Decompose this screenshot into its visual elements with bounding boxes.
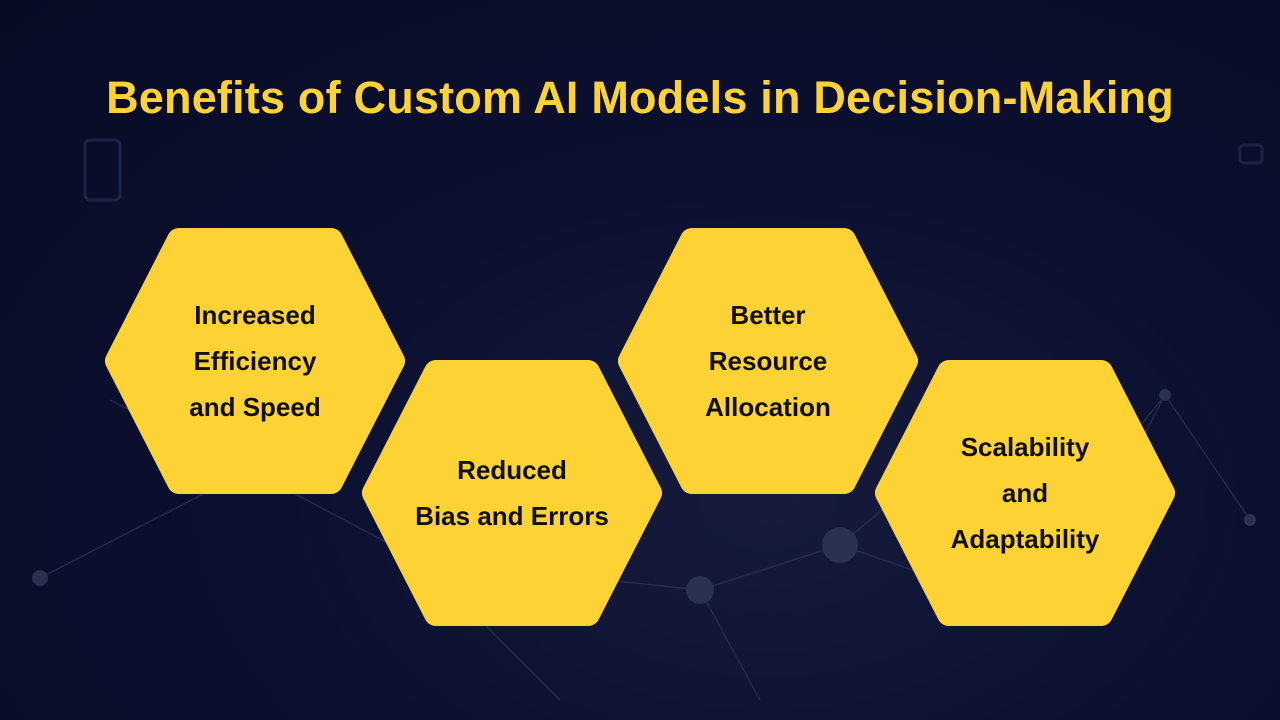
hexagon-shape <box>362 360 662 626</box>
benefit-label-line: Efficiency <box>193 346 317 376</box>
benefit-label-line: Reduced <box>457 455 567 485</box>
benefit-label-line: Adaptability <box>950 524 1100 554</box>
benefit-label-line: Better <box>730 300 806 330</box>
benefit-label-line: Increased <box>194 300 316 330</box>
benefit-label-line: Scalability <box>960 432 1090 462</box>
benefit-label-line: Resource <box>708 346 828 376</box>
benefit-label-line: Bias and Errors <box>415 501 609 531</box>
page-title: Benefits of Custom AI Models in Decision… <box>106 72 1174 123</box>
hexagon-shape <box>875 360 1175 626</box>
hexagon-shape <box>105 228 405 494</box>
hexagon-shape <box>618 228 918 494</box>
benefit-label-line: Allocation <box>705 392 831 422</box>
benefit-label-line: and Speed <box>189 392 321 422</box>
benefit-label-line: and <box>1001 478 1049 508</box>
